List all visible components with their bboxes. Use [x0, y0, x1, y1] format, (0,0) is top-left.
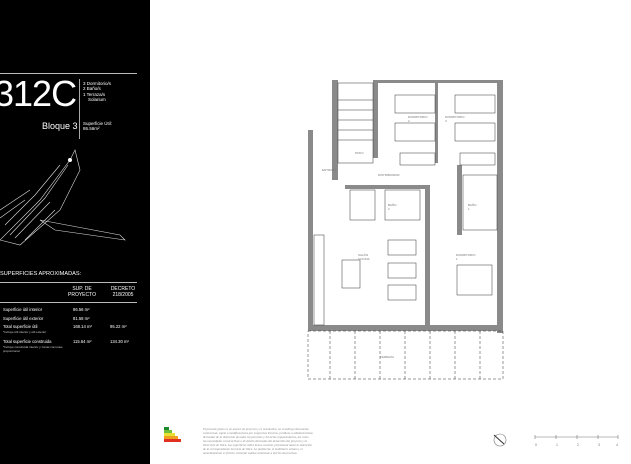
disclaimer: El presente plano es un avance de proyec…	[203, 427, 313, 455]
room-label: BAÑO 2	[388, 203, 397, 211]
row-note: *Incluye construida interior y zonas com…	[3, 344, 63, 354]
energy-rating-icon	[164, 427, 181, 442]
row-label: Total superficie útil	[3, 324, 38, 329]
info-panel: 312C Bloque 3 3 Dormitorio/s 2 Baño/s 1 …	[0, 0, 150, 464]
row-value: 134.30 m²	[110, 339, 129, 344]
divider	[79, 79, 80, 139]
divider	[0, 302, 137, 303]
room-label: PATIO	[355, 151, 364, 155]
row-value: 115.64 m²	[73, 339, 92, 344]
row-label: Total superficie construida	[3, 339, 52, 344]
row-label: Superficie útil interior	[3, 307, 43, 312]
col-header-proyecto: SUP. DE PROYECTO	[62, 286, 102, 298]
feature: 3 Dormitorio/s	[83, 81, 112, 86]
divider	[0, 73, 137, 74]
row-note: *Incluye útil interior y útil exterior	[3, 329, 47, 334]
scale-tick: 1	[556, 443, 558, 447]
header-line: PROYECTO	[68, 292, 96, 298]
feature: 2 Baño/s	[83, 86, 101, 92]
header-line: DECRETO	[110, 286, 136, 292]
room-label: TERRAZA	[380, 355, 395, 359]
scale-tick: 2	[577, 443, 579, 447]
divider	[0, 282, 137, 283]
feature: 1 Terraza/s	[83, 91, 106, 97]
north-arrow-icon	[493, 433, 507, 447]
room-label: DORMITORIO 2	[408, 115, 428, 123]
room-label: SALÓN COCINA	[358, 253, 370, 261]
scale-tick: 4	[616, 443, 618, 447]
useful-area-value: 86.56m²	[83, 126, 100, 132]
room-label: DORMITORIO 1	[456, 253, 476, 261]
scale-tick: 0	[535, 443, 537, 447]
row-value: 168.14 m²	[73, 324, 92, 329]
room-label: DISTRIBUIDOR	[378, 173, 400, 177]
row-value: 81.58 m²	[73, 316, 90, 321]
row-label: Superficie útil exterior	[3, 316, 44, 321]
surfaces-title: SUPERFICIES APROXIMADAS:	[0, 271, 82, 277]
room-label: ENTRADA	[322, 168, 337, 172]
useful-area: Superficie Útil: 86.56m²	[83, 121, 112, 132]
unit-code: 312C	[0, 73, 77, 114]
feature: Solarium	[88, 96, 106, 102]
feature-list: 3 Dormitorio/s 2 Baño/s 1 Terraza/s Sola…	[83, 81, 111, 102]
scale-tick: 3	[598, 443, 600, 447]
col-header-decreto: DECRETO 218/2005	[103, 286, 143, 298]
room-label: DORMITORIO 3	[445, 115, 465, 123]
unit-bloque: Bloque 3	[42, 121, 78, 131]
floor-plan	[307, 80, 504, 380]
header-line: 218/2005	[112, 292, 134, 298]
room-label: BAÑO 1	[468, 203, 477, 211]
site-map	[0, 149, 126, 246]
row-value: 95.22 m²	[110, 324, 127, 329]
row-value: 86.56 m²	[73, 307, 90, 312]
useful-area-label: Superficie Útil:	[83, 121, 113, 126]
header-line: SUP. DE	[72, 286, 92, 292]
scale-bar: 0 1 2 3 4	[493, 433, 619, 447]
